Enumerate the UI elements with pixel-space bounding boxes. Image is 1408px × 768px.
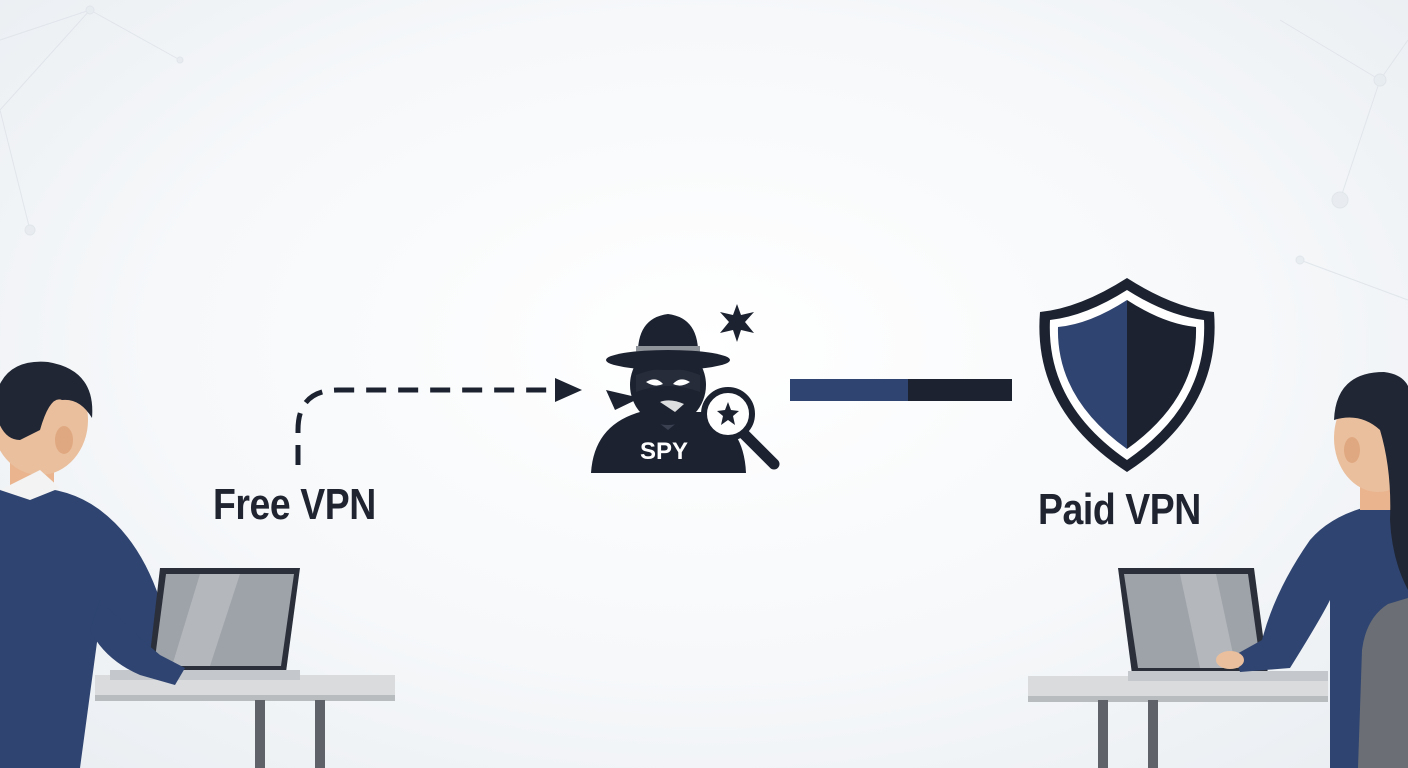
desk-icon — [95, 675, 395, 768]
chair-icon — [1358, 598, 1408, 768]
sparkle-icon — [720, 304, 754, 342]
laptop-icon — [1118, 568, 1328, 681]
dashed-arrow-icon — [295, 378, 582, 465]
laptop-icon — [110, 568, 300, 680]
connection-bar-icon — [790, 379, 1012, 401]
hacker-spy-icon — [591, 314, 746, 473]
shield-icon — [1039, 278, 1215, 472]
free-vpn-user — [0, 361, 395, 768]
person-icon — [0, 487, 175, 768]
paid-vpn-user — [1028, 372, 1408, 768]
paid-vpn-label: Paid VPN — [1038, 485, 1201, 534]
magnifying-glass-icon — [701, 387, 780, 470]
free-vpn-label: Free VPN — [213, 480, 376, 529]
spy-label: SPY — [639, 438, 689, 465]
network-background — [0, 5, 1408, 301]
desk-icon — [1028, 676, 1328, 768]
